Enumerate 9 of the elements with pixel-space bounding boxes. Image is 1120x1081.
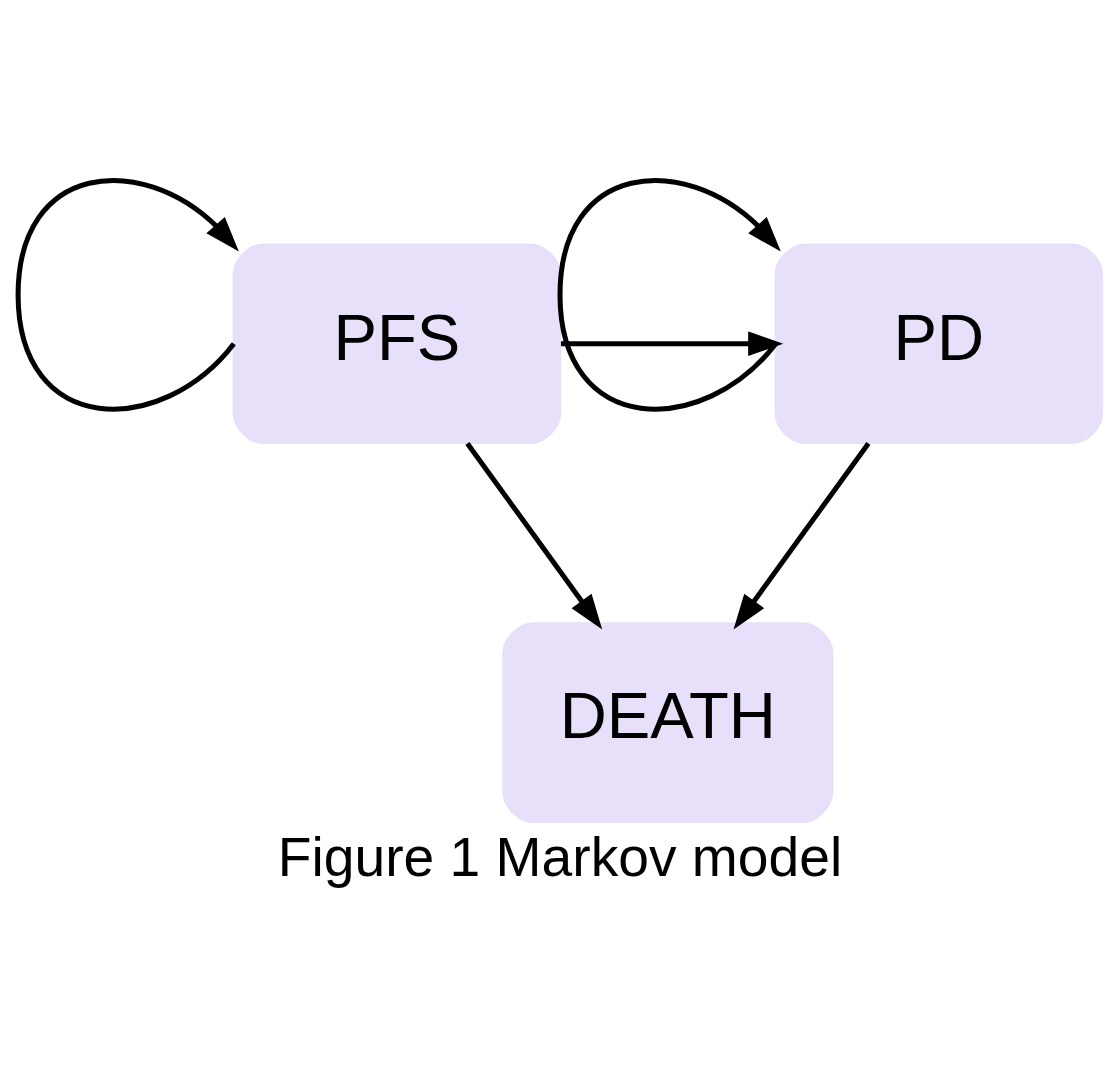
caption: Figure 1 Markov model — [277, 825, 843, 888]
arrow — [561, 330, 784, 356]
node-box: PD — [774, 242, 1104, 444]
node-box: DEATH — [502, 621, 834, 823]
arrow — [733, 441, 871, 629]
node-box: PFS — [232, 242, 562, 444]
arrow — [15, 177, 239, 411]
arrow — [465, 441, 603, 629]
arrow — [557, 177, 781, 411]
